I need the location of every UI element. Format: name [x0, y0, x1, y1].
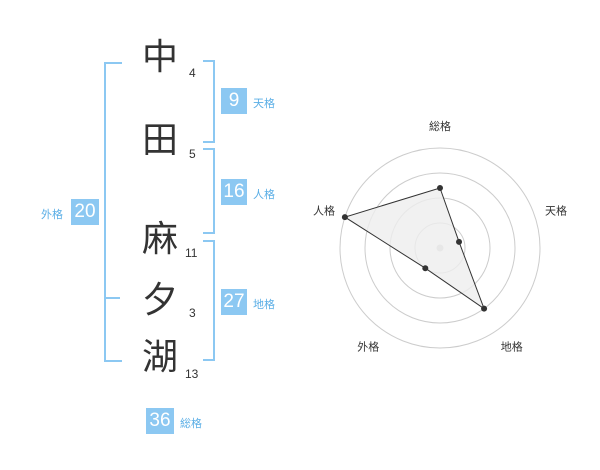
radar-point [422, 265, 429, 272]
radar-axis-label: 人格 [313, 203, 335, 217]
stroke-count-1: 4 [189, 66, 196, 80]
jinkaku-value: 16 [221, 179, 247, 205]
gaikaku-label: 外格 [41, 208, 63, 221]
name-char-1: 中 [142, 37, 179, 78]
radar-grid-ring [364, 172, 516, 324]
radar-point [437, 185, 443, 191]
gaikaku-value: 20 [71, 199, 99, 225]
chikaku-label: 地格 [253, 298, 275, 311]
radar-grid-ring [339, 147, 541, 349]
soukaku-label: 総格 [180, 417, 202, 430]
name-char-2: 田 [142, 120, 179, 161]
radar-point [481, 305, 488, 312]
tenkaku-bracket [203, 60, 215, 143]
gaikaku-bracket [104, 62, 122, 362]
chikaku-bracket [203, 240, 215, 361]
stroke-count-3: 11 [185, 246, 198, 260]
radar-area [343, 187, 486, 310]
radar-point [341, 214, 348, 221]
radar-axis-label: 総格 [429, 119, 451, 133]
chikaku-value: 27 [221, 289, 247, 315]
gaikaku-bracket-divider [106, 297, 120, 299]
tenkaku-value: 9 [221, 88, 247, 114]
radar-axis-label: 地格 [501, 340, 523, 354]
tenkaku-label: 天格 [253, 97, 275, 110]
stroke-count-5: 13 [185, 367, 199, 381]
name-char-3: 麻 [142, 219, 179, 260]
radar-axis-label: 外格 [357, 340, 379, 354]
radar-axis-label: 天格 [545, 203, 567, 217]
stroke-count-2: 5 [189, 147, 196, 161]
jinkaku-label: 人格 [253, 188, 275, 201]
name-char-4: 夕 [142, 280, 179, 321]
stroke-count-4: 3 [189, 306, 196, 320]
name-char-5: 湖 [142, 337, 179, 378]
soukaku-value: 36 [146, 408, 174, 434]
jinkaku-bracket [203, 148, 215, 234]
radar-point [456, 238, 463, 245]
